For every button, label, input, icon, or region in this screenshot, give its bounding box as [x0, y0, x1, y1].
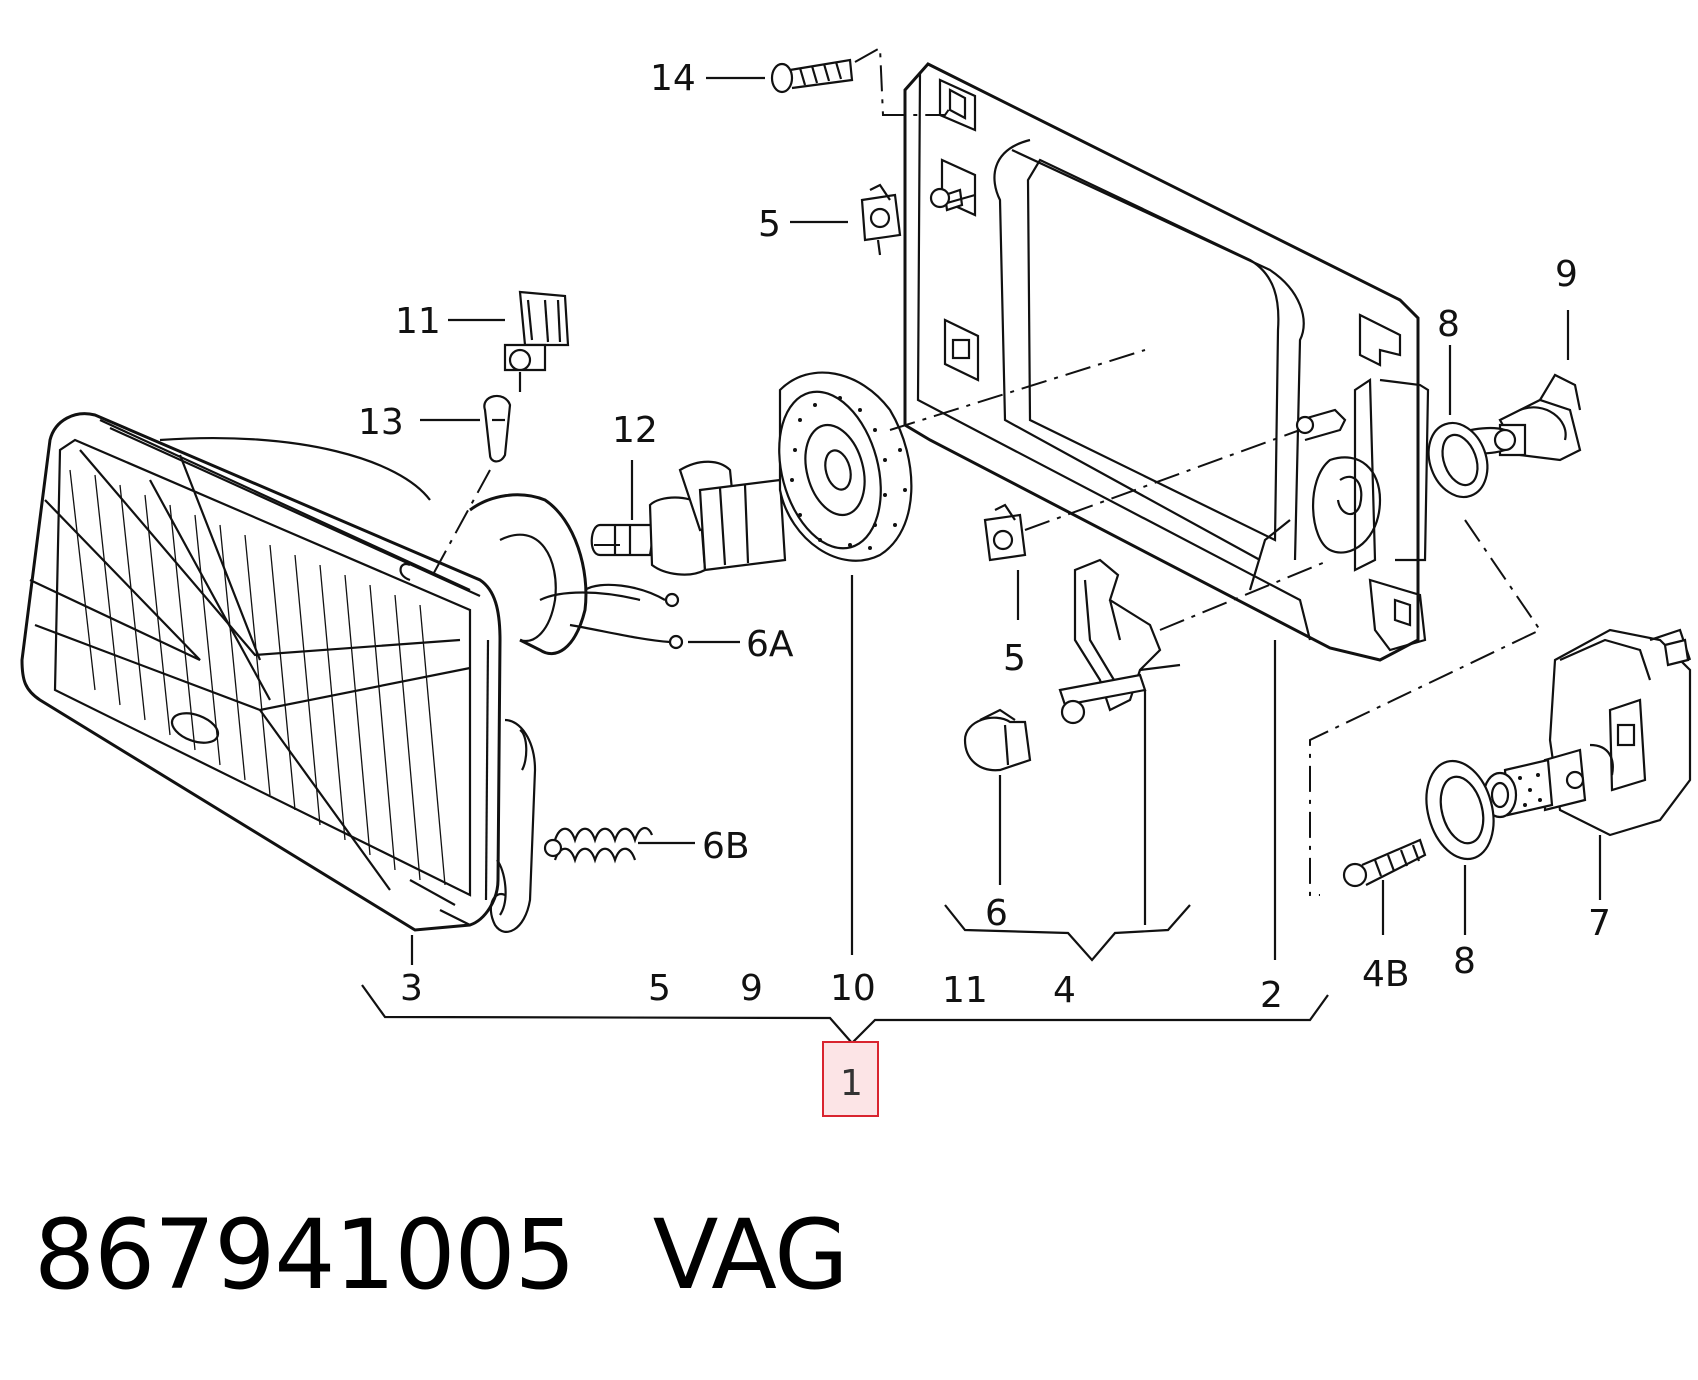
callout-8-bottom: 8 [1453, 941, 1476, 982]
callout-5-bottom: 5 [648, 968, 671, 1009]
callout-6A: 6A [746, 624, 794, 665]
main-bulb-12 [590, 460, 787, 576]
mounting-frame [903, 62, 1430, 662]
brand-name: VAG [652, 1199, 849, 1311]
seal-ring-8-top [1427, 421, 1489, 499]
adjuster-springs [543, 827, 654, 864]
clip-5-middle [983, 429, 1301, 562]
adjuster-bracket-4 [1058, 558, 1331, 725]
callout-14: 14 [650, 58, 696, 99]
callout-9-bottom: 9 [740, 968, 763, 1009]
callout-5-middle: 5 [1003, 638, 1026, 679]
callout-4B: 4B [1362, 954, 1410, 995]
level-motor-7 [1309, 519, 1692, 896]
callout-2: 2 [1260, 975, 1283, 1016]
callout-7: 7 [1588, 903, 1611, 944]
callout-11-bottom: 11 [942, 970, 988, 1011]
callout-13: 13 [358, 402, 404, 443]
headlight-housing [20, 412, 684, 933]
callout-labels: 14 5 11 13 12 9 8 6A 6B 5 6 3 5 9 10 11 … [358, 58, 1611, 1104]
frame-stud [929, 187, 951, 209]
callout-10: 10 [830, 968, 876, 1009]
callout-3: 3 [400, 968, 423, 1009]
callout-12: 12 [612, 410, 658, 451]
clip-5-top [860, 183, 976, 256]
part-number: 867941005 [34, 1199, 576, 1311]
exploded-headlight-diagram: 14 5 11 13 12 9 8 6A 6B 5 6 3 5 9 10 11 … [20, 46, 1692, 1117]
small-bulb-13 [399, 394, 512, 582]
screw-14 [770, 46, 953, 116]
callout-5-top: 5 [758, 204, 781, 245]
seal-ring-8-bottom [1425, 759, 1495, 861]
callout-11-top: 11 [395, 301, 441, 342]
callout-1: 1 [840, 1063, 863, 1104]
callout-8-top: 8 [1437, 304, 1460, 345]
callout-9-top: 9 [1555, 254, 1578, 295]
bulb-holder-11 [503, 290, 570, 392]
callout-6B: 6B [702, 826, 750, 867]
clip-6 [963, 708, 1032, 772]
callout-highlight-box[interactable] [822, 1041, 879, 1117]
dust-cap-10 [778, 349, 1146, 562]
part-footer: 867941005 VAG [34, 1199, 849, 1311]
screw-4B [1342, 838, 1427, 888]
callout-4-bottom: 4 [1053, 970, 1076, 1011]
callout-6: 6 [985, 893, 1008, 934]
